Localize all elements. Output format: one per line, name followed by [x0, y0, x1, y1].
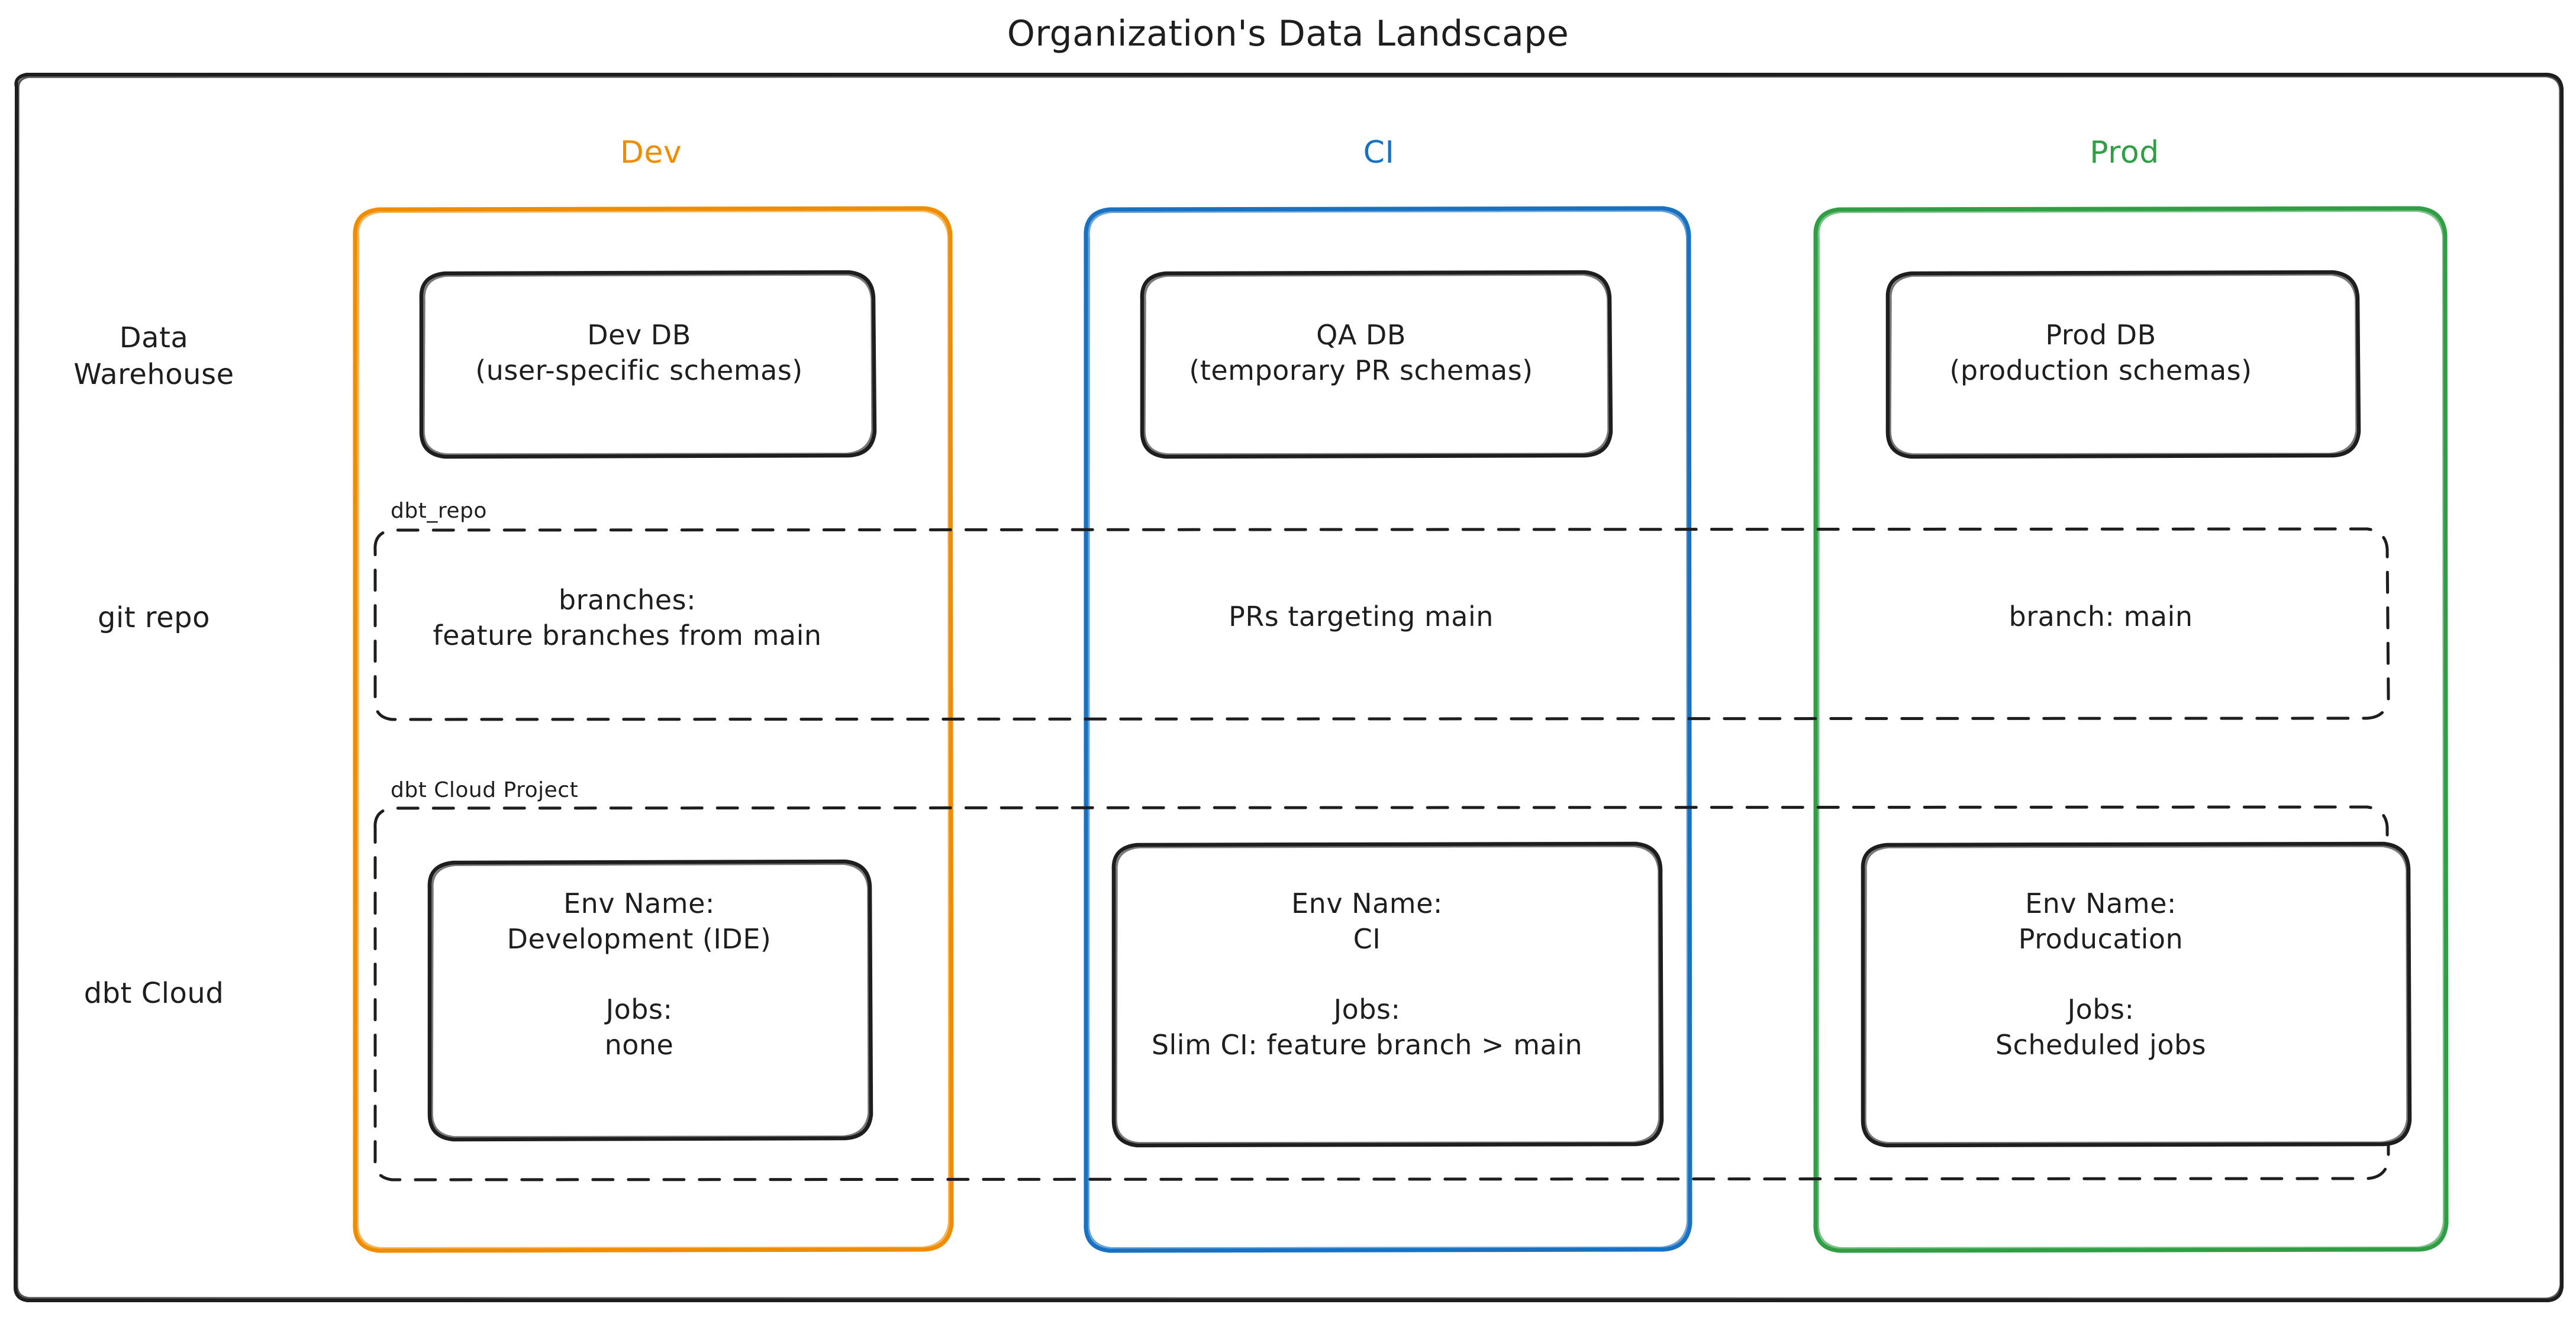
node-label-ci-git-repo: PRs targeting main	[1229, 601, 1494, 632]
node-label-ci-dbt-cloud-env: Env Name: CI Jobs: Slim CI: feature bran…	[1151, 887, 1583, 1061]
outer-frame	[13, 73, 2564, 1302]
node-label-qa-db: QA DB (temporary PR schemas)	[1189, 319, 1533, 386]
page-title: Organization's Data Landscape	[1007, 13, 1569, 54]
column-header-dev: Dev	[620, 135, 682, 170]
row-label-data-warehouse: Data Warehouse	[73, 321, 234, 392]
node-label-prod-git-repo: branch: main	[2008, 601, 2193, 632]
column-header-ci: CI	[1363, 135, 1395, 170]
node-label-dev-git-repo: branches: feature branches from main	[433, 584, 822, 651]
column-header-prod: Prod	[2090, 135, 2159, 170]
node-label-dev-dbt-cloud-env: Env Name: Development (IDE) Jobs: none	[507, 887, 772, 1061]
node-label-prod-db: Prod DB (production schemas)	[1949, 319, 2252, 386]
group-label-dbt-cloud-project: dbt Cloud Project	[391, 778, 579, 802]
group-label-dbt-repo: dbt_repo	[391, 499, 487, 523]
node-label-prod-dbt-cloud-env: Env Name: Producation Jobs: Scheduled jo…	[1995, 887, 2207, 1061]
node-label-dev-db: Dev DB (user-specific schemas)	[475, 319, 803, 386]
row-label-dbt-cloud: dbt Cloud	[83, 977, 224, 1010]
row-label-git-repo: git repo	[98, 601, 210, 634]
